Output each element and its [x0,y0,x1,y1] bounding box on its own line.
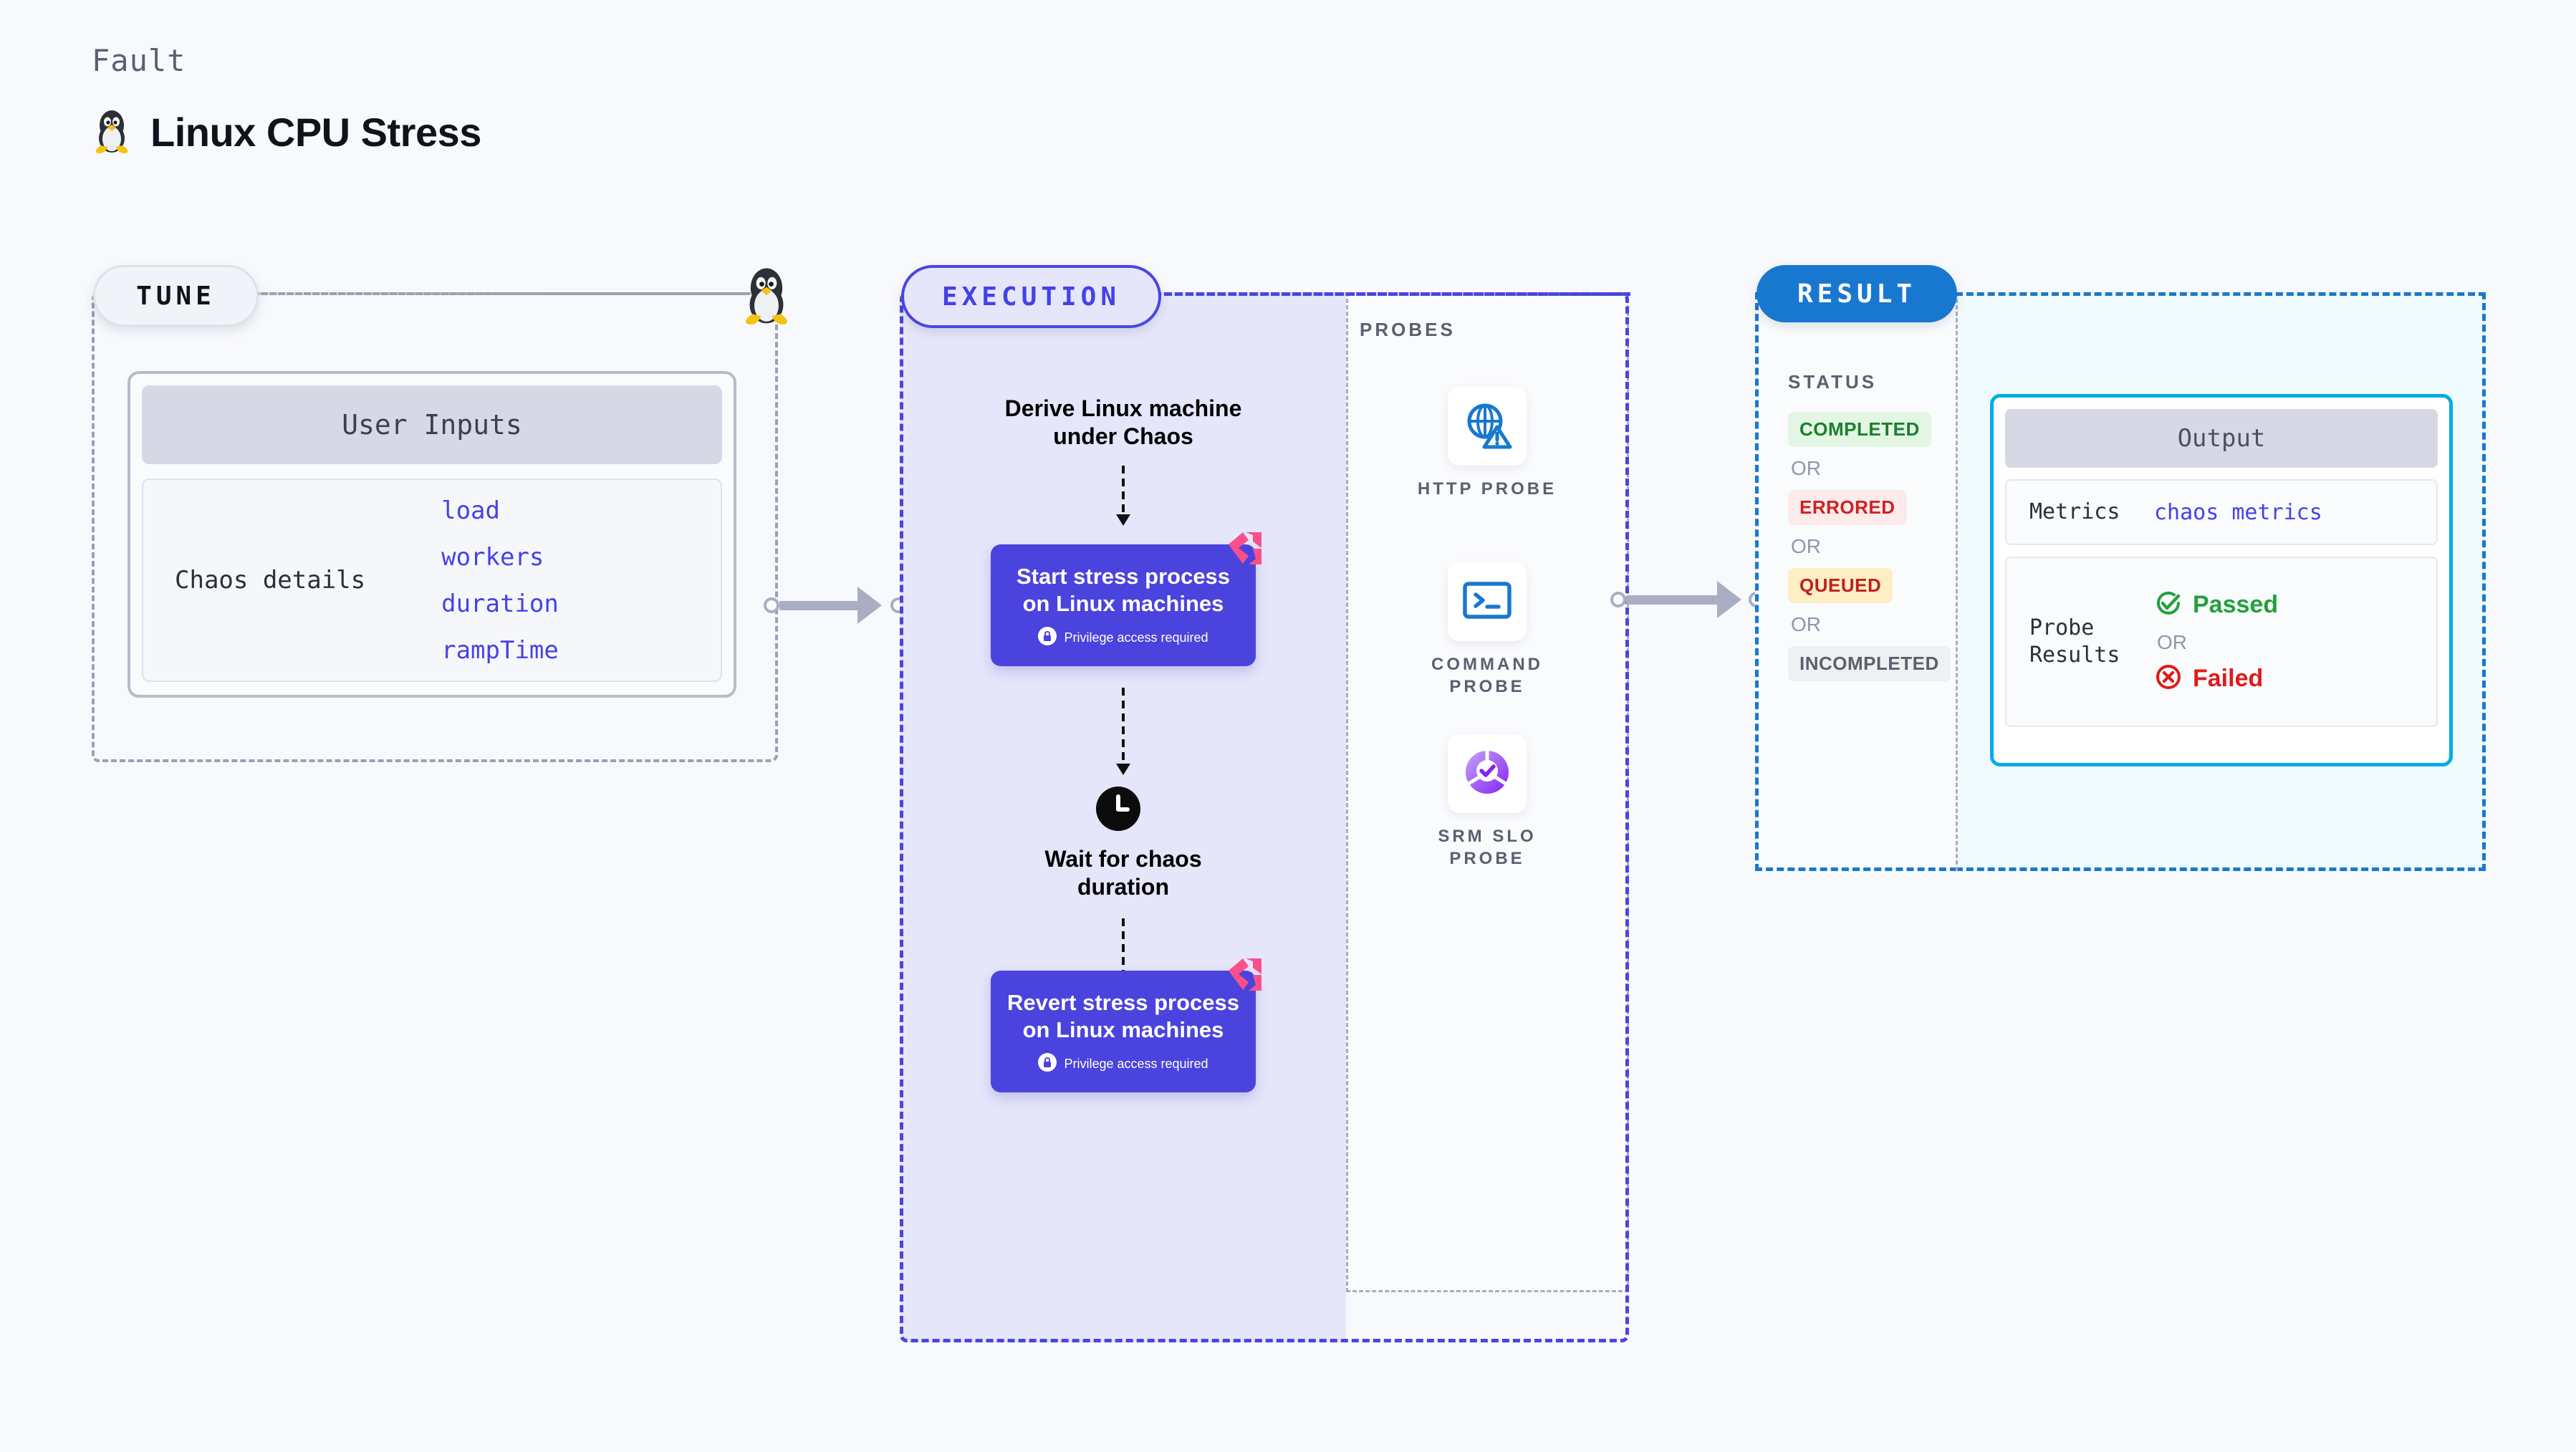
fault-kicker: Fault [92,43,186,78]
probe-http-label: HTTP PROBE [1417,479,1557,499]
status-badge-queued: QUEUED [1788,568,1893,603]
execution-action-revert[interactable]: Revert stress process on Linux machines … [991,958,1261,1092]
page-title: Linux CPU Stress [150,110,481,155]
status-badge-incompleted: INCOMPLETED [1788,646,1951,681]
param-workers: workers [441,542,544,572]
status-label: STATUS [1788,371,1878,393]
execution-pill[interactable]: EXECUTION [901,265,1161,328]
terminal-icon [1461,578,1513,626]
execution-action-start-label: Start stress process on Linux machines [1016,563,1231,616]
status-badge-errored: ERRORED [1788,490,1907,525]
probe-results-key: Probe Results [2029,615,2120,668]
metrics-row: Metrics chaos metrics [2005,479,2438,545]
probe-results-values: Passed OR Failed [2154,589,2278,695]
status-or-2: OR [1791,535,1821,557]
connector-line [1626,595,1718,605]
verdict-failed-label: Failed [2193,665,2264,692]
x-circle-icon [2154,663,2183,695]
privilege-note: Privilege access required [1038,627,1208,649]
connector-start-dot [764,597,779,613]
tux-penguin-icon [92,107,132,158]
output-card: Output Metrics chaos metrics Probe Resul… [1990,394,2453,766]
flow-arrowhead-1 [1116,514,1130,526]
harness-logo-icon [1224,529,1269,567]
probe-command[interactable]: COMMAND PROBE [1416,562,1559,698]
tux-penguin-icon [738,264,795,325]
verdict-passed: Passed [2154,589,2278,621]
probe-srm-slo-label: SRM SLO PROBE [1438,827,1537,868]
status-badge-completed: COMPLETED [1788,412,1931,447]
flow-arrow-2 [1122,688,1125,766]
probe-http-card[interactable] [1448,387,1527,466]
lock-icon [1038,627,1057,649]
chaos-params-list: load workers duration rampTime [441,496,559,665]
result-panel-divider [1956,292,1958,871]
probes-label: PROBES [1360,319,1456,340]
result-pill[interactable]: RESULT [1756,265,1957,322]
connector-start-dot [1610,592,1626,607]
result-top-dash [1956,292,2486,296]
globe-warning-icon [1461,399,1513,454]
metrics-key: Metrics [2029,499,2120,525]
flow-arrow-3 [1122,918,1125,989]
connector-arrowhead [857,587,882,624]
status-or-1: OR [1791,457,1821,479]
probe-srm-slo[interactable]: SRM SLO PROBE [1416,734,1559,870]
flow-arrow-1 [1122,466,1125,517]
slo-donut-check-icon [1460,745,1514,803]
probe-srm-slo-card[interactable] [1448,734,1527,813]
execution-top-dash [1153,292,1630,296]
param-load: load [441,496,500,525]
verdict-or: OR [2157,631,2187,653]
status-list: COMPLETED OR ERRORED OR QUEUED OR INCOMP… [1788,412,1951,681]
param-duration: duration [441,589,559,618]
execution-action-revert-label: Revert stress process on Linux machines [1007,989,1239,1042]
privilege-note-label: Privilege access required [1064,630,1208,645]
param-ramptime: rampTime [441,635,559,665]
probe-command-card[interactable] [1448,562,1527,641]
verdict-passed-label: Passed [2193,591,2279,618]
connector-tune-to-execution [764,584,906,627]
tune-top-dash [252,292,746,295]
probe-command-label: COMMAND PROBE [1431,655,1543,696]
verdict-failed: Failed [2154,663,2278,695]
privilege-note-label: Privilege access required [1064,1057,1208,1072]
flow-arrowhead-2 [1116,764,1130,775]
clock-icon [1096,787,1140,831]
check-circle-icon [2154,589,2183,621]
page-title-row: Linux CPU Stress [92,107,481,158]
connector-arrowhead [1717,581,1741,618]
chaos-details-label: Chaos details [175,566,366,595]
execution-step-wait: Wait for chaos duration [1044,846,1202,900]
metrics-value: chaos metrics [2154,499,2322,525]
page-header: Fault Linux CPU Stress [92,43,481,158]
connector-line [779,600,858,610]
user-inputs-card: User Inputs Chaos details load workers d… [128,371,736,698]
execution-action-start[interactable]: Start stress process on Linux machines P… [991,532,1261,666]
harness-logo-icon [1224,955,1269,994]
status-or-3: OR [1791,613,1821,635]
probe-http[interactable]: HTTP PROBE [1416,387,1559,501]
probe-results-row: Probe Results Passed OR [2005,557,2438,727]
chaos-details-box: Chaos details load workers duration ramp… [142,479,722,682]
output-header: Output [2005,409,2438,468]
execution-step-derive: Derive Linux machine under Chaos [1004,395,1242,450]
connector-execution-to-result [1610,578,1764,621]
privilege-note: Privilege access required [1038,1053,1208,1075]
user-inputs-header: User Inputs [142,385,722,464]
tune-pill[interactable]: TUNE [93,265,259,327]
lock-icon [1038,1053,1057,1075]
